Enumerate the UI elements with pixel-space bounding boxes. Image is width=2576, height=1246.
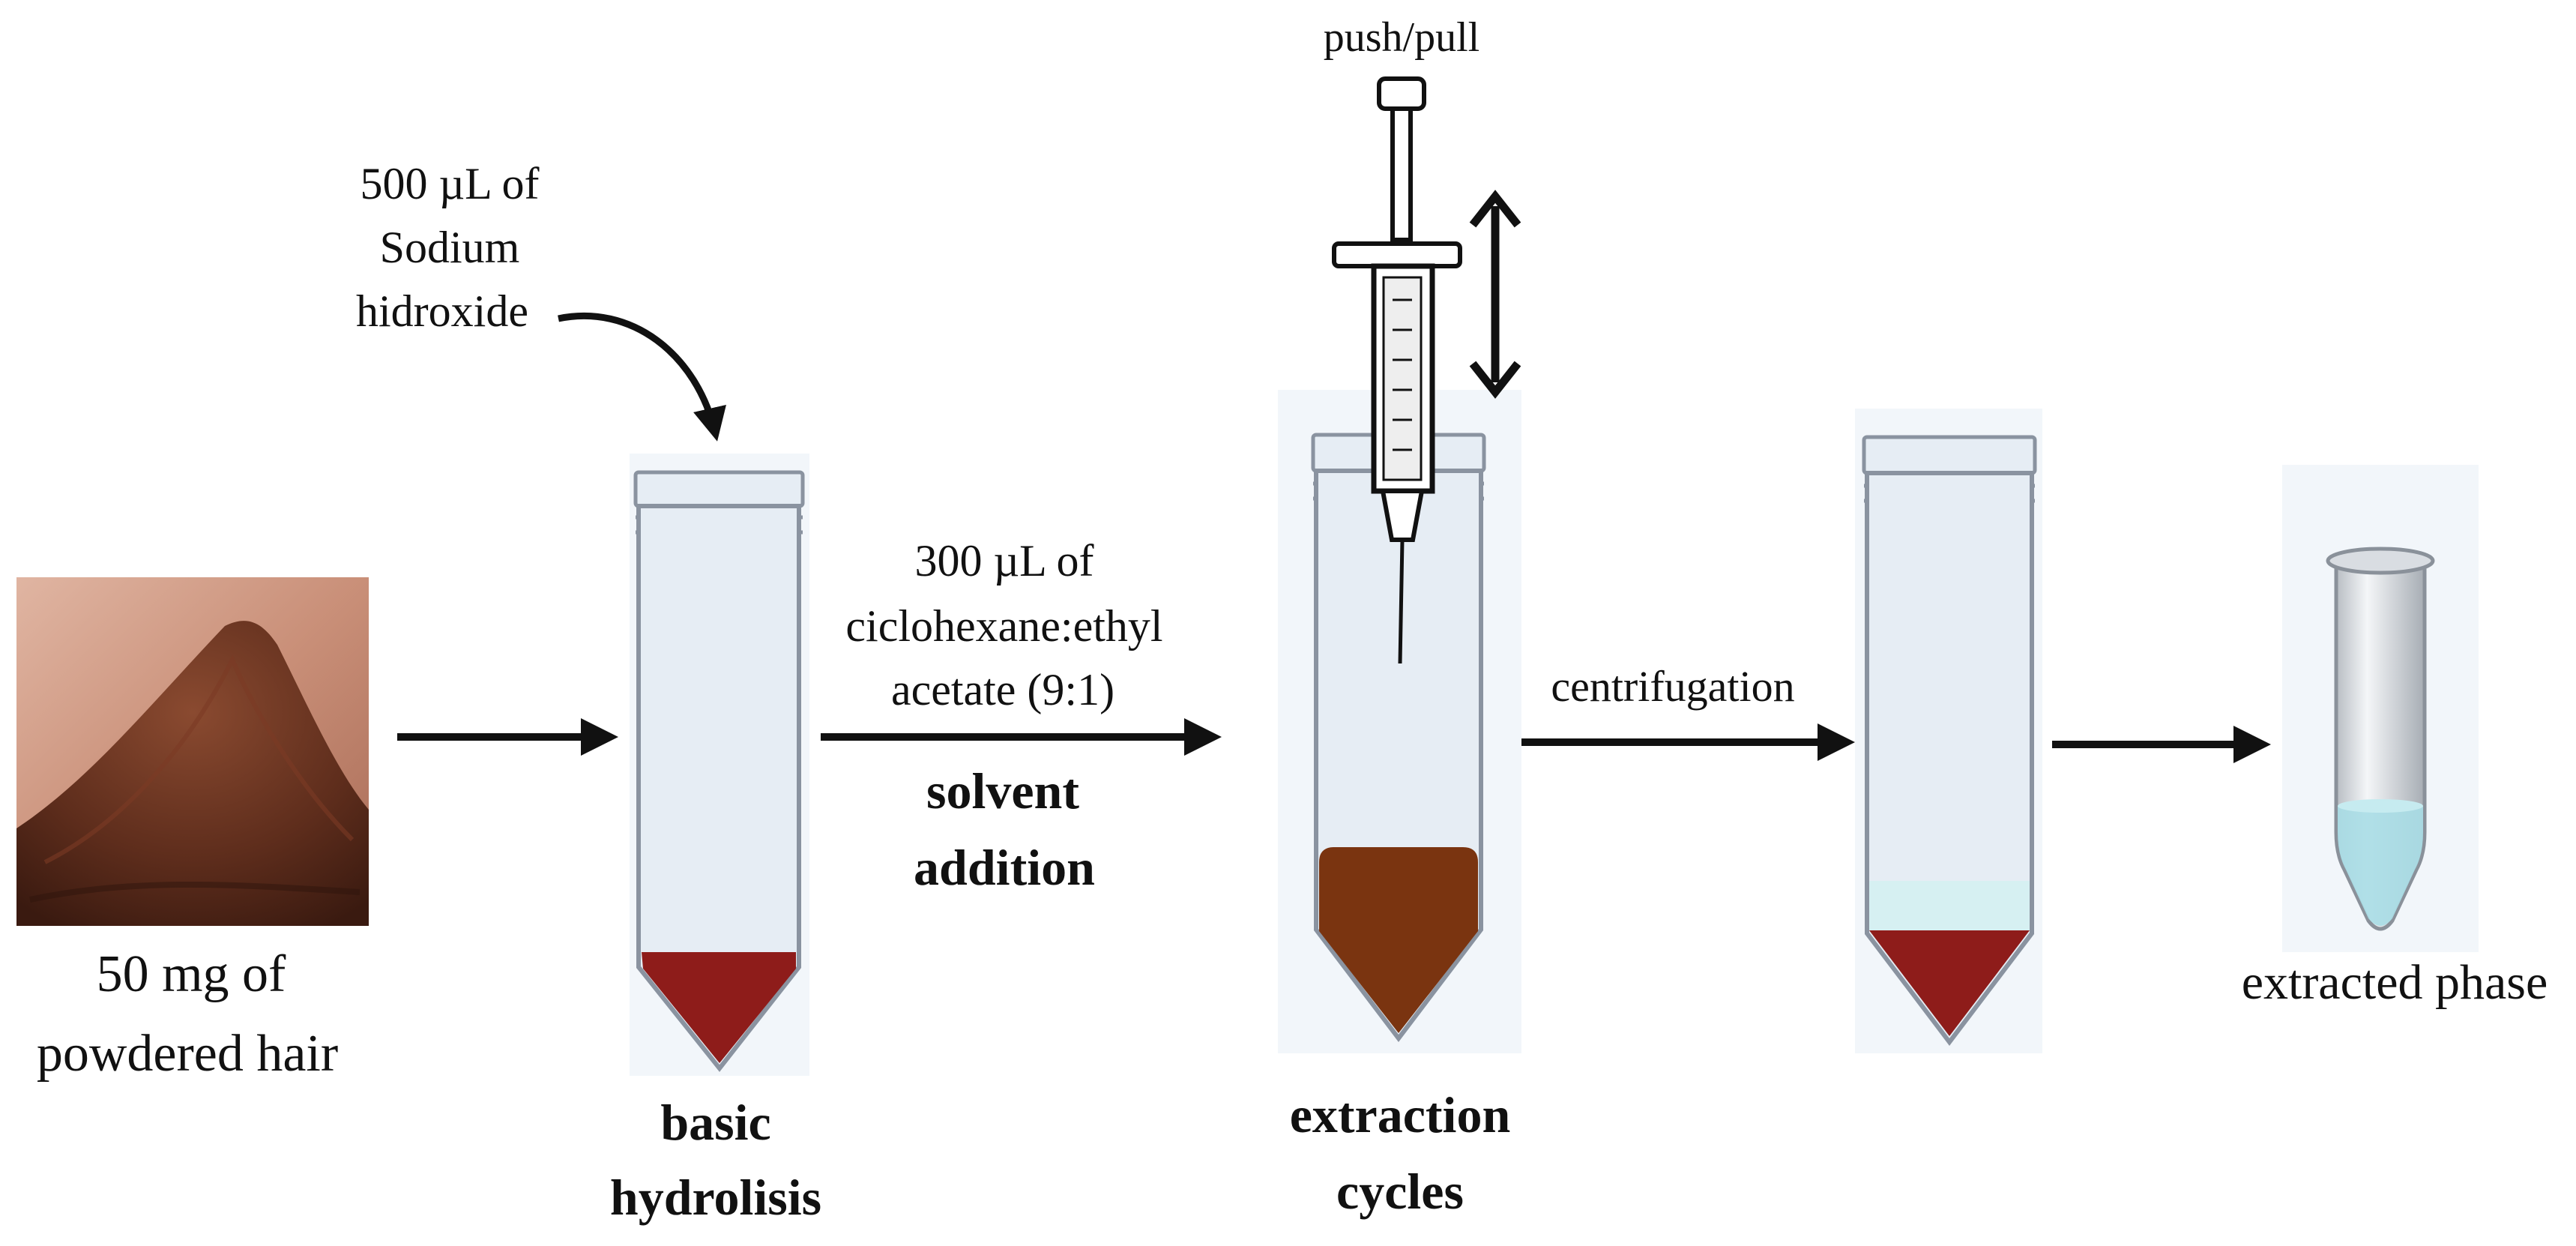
hydrolysis-label-line1: basic [660, 1094, 770, 1151]
double-arrow-icon [1469, 190, 1521, 399]
curved-arrow-naoh [558, 312, 726, 442]
sample-label-line1: 50 mg of [97, 945, 286, 1003]
powdered-hair-image [16, 577, 369, 926]
solvent-label-line1: 300 µL of [915, 536, 1094, 586]
centrifugation-label: centrifugation [1551, 662, 1794, 711]
extract-liquid [2338, 806, 2423, 926]
hydrolysis-label-line2: hydrolisis [610, 1169, 821, 1226]
solvent-label-line2: ciclohexane:ethyl [845, 601, 1162, 651]
solvent-label-line3: acetate (9:1) [891, 665, 1114, 714]
sample-label-line2: powdered hair [37, 1025, 338, 1083]
extraction-tube [1278, 390, 1521, 1053]
red-pellet [642, 952, 796, 1063]
syringe-icon [1332, 76, 1462, 664]
solvent-step-line1: solvent [926, 762, 1079, 819]
extraction-label-line2: cycles [1336, 1163, 1464, 1220]
naoh-label-line2: Sodium [380, 223, 520, 272]
centrifuged-tube [1855, 409, 2042, 1053]
naoh-label-line3: hidroxide [356, 286, 528, 336]
extraction-label-line1: extraction [1290, 1086, 1511, 1143]
extracted-phase-label: extracted phase [2242, 955, 2548, 1010]
solvent-step-line2: addition [914, 839, 1095, 896]
hydrolysis-tube [630, 454, 809, 1076]
push-pull-label: push/pull [1324, 14, 1479, 61]
naoh-label-line1: 500 µL of [361, 159, 540, 208]
red-pellet-2 [1869, 930, 2030, 1036]
brown-mixture [1319, 847, 1478, 1033]
microtube-icon [2282, 465, 2479, 952]
aqueous-layer [1869, 881, 2030, 930]
